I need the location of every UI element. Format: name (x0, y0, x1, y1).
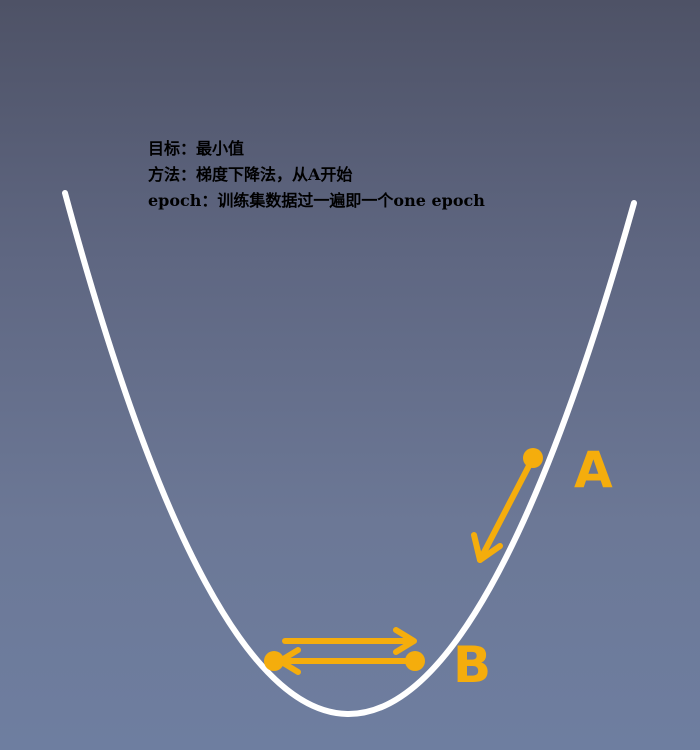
goal-text: 目标：最小值 (148, 139, 245, 158)
method-text: 方法：梯度下降法，从A开始 (148, 165, 353, 184)
point-a-marker (523, 448, 543, 468)
step-arrow-from-a (471, 455, 536, 563)
point-b-left-marker (264, 651, 284, 671)
point-b-marker (405, 651, 425, 671)
oscillation-arrow-right (282, 627, 417, 655)
point-a-label: A (574, 441, 613, 499)
point-b-label: B (453, 636, 491, 694)
epoch-text: epoch：训练集数据过一遍即一个one epoch (148, 191, 485, 210)
oscillation-arrow-left (277, 647, 415, 675)
loss-curve (62, 190, 637, 717)
annotation-notes: 目标：最小值 方法：梯度下降法，从A开始 epoch：训练集数据过一遍即一个on… (148, 136, 485, 214)
